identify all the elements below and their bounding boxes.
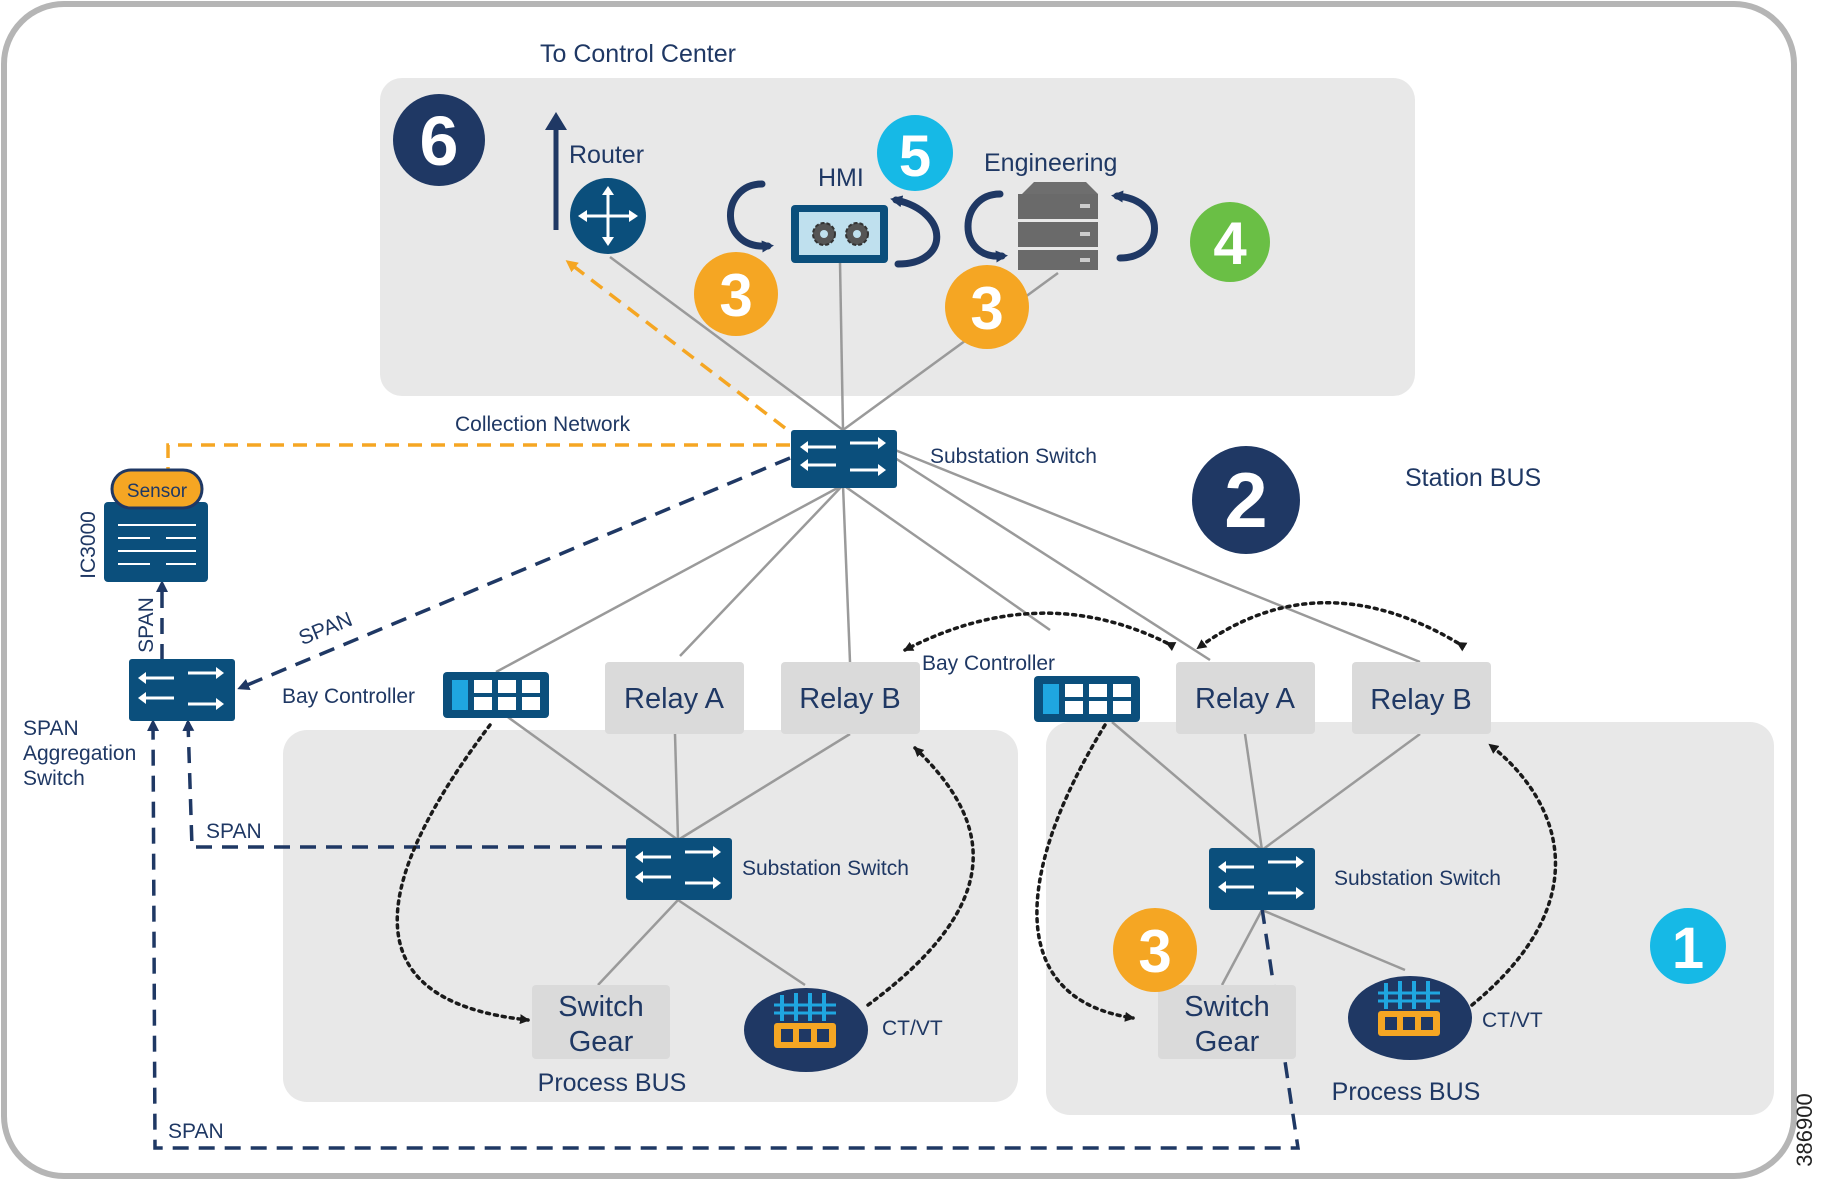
left-relay-a-label: Relay A	[624, 683, 725, 715]
badge-4: 4	[1213, 210, 1247, 277]
left-ctvt-icon	[744, 988, 868, 1072]
hmi-label: HMI	[818, 164, 864, 192]
right-switch-gear-label-1: Switch	[1184, 991, 1269, 1023]
left-substation-switch-label: Substation Switch	[742, 857, 909, 880]
badge-1: 1	[1672, 916, 1704, 981]
right-switch-gear-box	[1158, 985, 1296, 1059]
core-substation-switch-icon	[791, 430, 897, 488]
right-relay-b-box	[1352, 662, 1491, 734]
badge-3c: 3	[1138, 918, 1171, 985]
left-switch-gear-label-2: Gear	[569, 1026, 634, 1058]
span-aggregation-label-2: Aggregation	[23, 742, 136, 765]
figure-id: 386900	[1792, 1093, 1817, 1166]
to-control-center-label: To Control Center	[540, 40, 736, 68]
badge-3a: 3	[719, 262, 752, 329]
badge-4-circle	[1190, 202, 1270, 282]
badge-5-circle	[877, 115, 953, 191]
span-aggregation-label-1: SPAN	[23, 717, 79, 740]
router-label: Router	[569, 141, 644, 169]
right-ctvt-label: CT/VT	[1482, 1009, 1543, 1032]
badge-2-circle	[1192, 446, 1300, 554]
hmi-icon	[791, 205, 888, 263]
badge-1-circle	[1650, 908, 1726, 984]
badge-6: 6	[420, 102, 459, 180]
span-aggregation-label-3: Switch	[23, 767, 85, 790]
left-bay-controller-icon	[443, 672, 549, 718]
span-vertical-label: SPAN	[135, 597, 158, 653]
collection-network-path	[166, 260, 790, 470]
right-process-bus-label: Process BUS	[1332, 1078, 1481, 1106]
engineering-server-icon	[1018, 182, 1098, 270]
left-switch-gear-box	[532, 985, 670, 1059]
badge-6-circle	[393, 94, 485, 186]
sensor-label: Sensor	[127, 481, 188, 502]
badge-3c-circle	[1113, 908, 1197, 992]
left-substation-switch-icon	[626, 838, 732, 900]
right-ctvt-icon	[1348, 976, 1472, 1060]
left-relay-b-box	[781, 662, 920, 734]
badge-2: 2	[1224, 456, 1267, 544]
span-bottom-label: SPAN	[168, 1120, 224, 1143]
badge-3b-circle	[945, 265, 1029, 349]
badge-3a-circle	[694, 252, 778, 336]
left-relay-b-label: Relay B	[799, 683, 901, 715]
left-process-bus-label: Process BUS	[538, 1069, 687, 1097]
badge-5: 5	[899, 124, 931, 189]
left-bay-controller-label: Bay Controller	[282, 685, 415, 708]
station-bus-label: Station BUS	[1405, 464, 1541, 492]
dotted-arrows	[395, 601, 1558, 1025]
right-switch-gear-label-2: Gear	[1195, 1026, 1260, 1058]
engineering-label: Engineering	[984, 149, 1117, 177]
span-paths	[147, 456, 1301, 1150]
sensor-badge	[110, 468, 204, 510]
right-bay-controller-label: Bay Controller	[922, 652, 1055, 675]
span-middle-label: SPAN	[206, 820, 262, 843]
router-icon	[570, 178, 646, 254]
span-aggregation-switch-icon	[129, 659, 235, 721]
left-ctvt-label: CT/VT	[882, 1017, 943, 1040]
right-bay-controller-icon	[1034, 676, 1140, 722]
left-switch-gear-label-1: Switch	[558, 991, 643, 1023]
left-relay-a-box	[605, 662, 744, 734]
right-relay-b-label: Relay B	[1370, 684, 1472, 716]
collection-network-label: Collection Network	[455, 413, 631, 436]
loop-arrows	[727, 180, 1158, 268]
ic3000-label: IC3000	[77, 511, 100, 579]
ic3000-device-icon	[104, 502, 208, 582]
right-substation-switch-label: Substation Switch	[1334, 867, 1501, 890]
right-substation-switch-icon	[1209, 848, 1315, 910]
right-relay-a-box	[1176, 662, 1315, 734]
core-substation-switch-label: Substation Switch	[930, 445, 1097, 468]
control-center-panel	[380, 78, 1415, 396]
badge-3b: 3	[970, 275, 1003, 342]
uplink-arrow	[545, 112, 567, 230]
right-relay-a-label: Relay A	[1195, 683, 1296, 715]
